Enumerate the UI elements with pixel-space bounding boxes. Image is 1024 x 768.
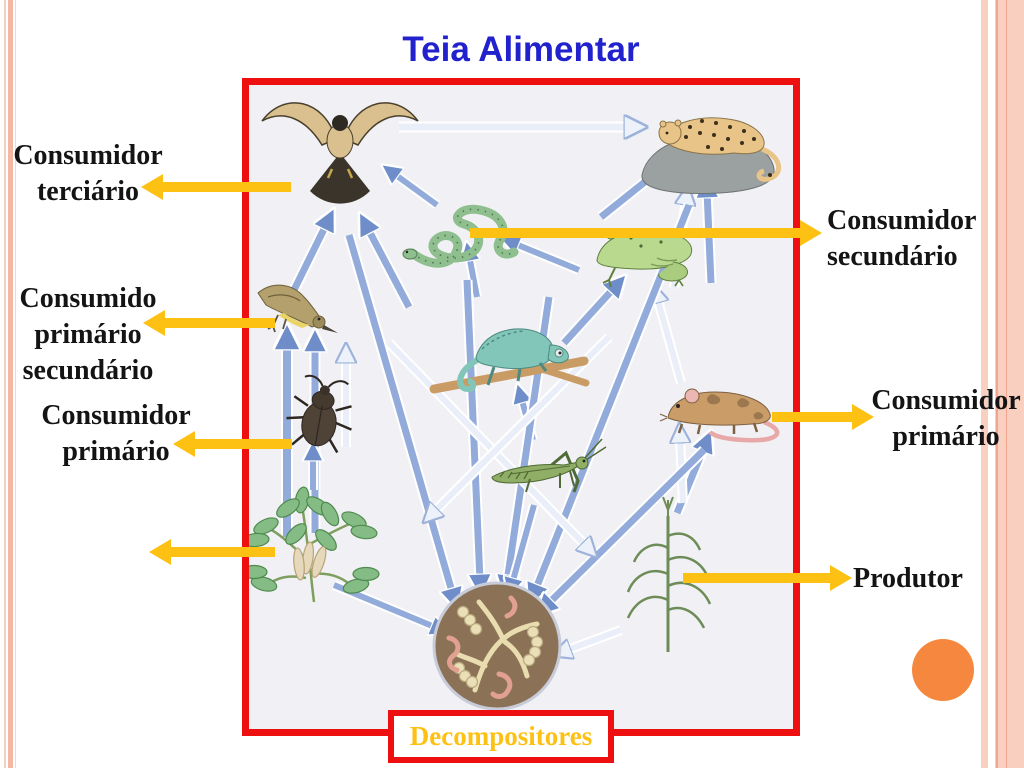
energy-flow-arrow bbox=[513, 243, 581, 273]
pointer-arrowhead-primario-right bbox=[852, 404, 874, 430]
right-edge-band bbox=[995, 0, 1024, 768]
pointer-arrow-primario-left bbox=[195, 439, 292, 449]
left-edge-stripe bbox=[15, 0, 16, 768]
right-edge-stripe bbox=[996, 0, 998, 768]
label-consumido-primario-secundario: Consumido primário secundário bbox=[19, 283, 157, 386]
right-edge-stripe bbox=[1006, 0, 1007, 768]
pointer-arrowhead-produtor bbox=[830, 565, 852, 591]
label-produtor: Produtor bbox=[853, 563, 963, 594]
food-web-diagram bbox=[242, 78, 800, 736]
label-consumidor-primario-left: Consumidor primário bbox=[41, 400, 191, 467]
right-edge-stripe bbox=[981, 0, 988, 768]
bird-illustration bbox=[257, 284, 338, 333]
pointer-arrow-produtor bbox=[683, 573, 830, 583]
leopard-illustration bbox=[641, 117, 781, 194]
food-web-canvas bbox=[249, 102, 781, 711]
decomposers-illustration bbox=[432, 581, 562, 711]
accent-circle bbox=[912, 639, 974, 701]
grass-illustration bbox=[626, 496, 712, 652]
grasshopper-illustration bbox=[491, 438, 607, 493]
beetle-illustration bbox=[286, 374, 352, 454]
energy-flow-arrow bbox=[561, 287, 615, 346]
pointer-arrow-primario-right bbox=[772, 412, 852, 422]
energy-flow-arrow bbox=[565, 627, 623, 651]
energy-flow-arrow bbox=[345, 234, 453, 595]
label-consumidor-terciario: Consumidor terciário bbox=[13, 140, 163, 207]
energy-flow-arrow bbox=[657, 297, 684, 384]
pointer-arrowhead-consumido-primario bbox=[143, 310, 165, 336]
energy-flow-arrow bbox=[290, 223, 327, 292]
energy-flow-arrow bbox=[367, 227, 413, 309]
left-edge-stripe bbox=[8, 0, 13, 768]
page-title: Teia Alimentar bbox=[402, 30, 640, 69]
pointer-arrow-terciario bbox=[163, 182, 291, 192]
owl-illustration bbox=[261, 102, 419, 204]
energy-flow-arrow bbox=[512, 504, 537, 584]
label-consumidor-secundario: Consumidor secundário bbox=[827, 205, 977, 272]
mouse-illustration bbox=[659, 388, 780, 443]
label-consumidor-primario-right: Consumidor primário bbox=[871, 385, 1021, 452]
pointer-arrow-shrub bbox=[171, 547, 275, 557]
decomposers-label: Decompositores bbox=[409, 721, 593, 751]
pointer-arrowhead-secundario bbox=[800, 220, 822, 246]
energy-flow-arrow bbox=[386, 340, 587, 547]
energy-flow-arrow bbox=[469, 255, 477, 298]
pointer-arrowhead-primario-left bbox=[173, 431, 195, 457]
pointer-arrowhead-terciario bbox=[141, 174, 163, 200]
pointer-arrow-secundario bbox=[470, 228, 800, 238]
decomposers-label-box: Decompositores bbox=[388, 710, 614, 763]
energy-flow-arrow bbox=[547, 447, 707, 605]
energy-flow-arrow bbox=[393, 173, 439, 208]
pointer-arrow-consumido-primario bbox=[165, 318, 275, 328]
pointer-arrowhead-shrub bbox=[149, 539, 171, 565]
shrub-illustration bbox=[249, 486, 380, 603]
chameleon-illustration bbox=[429, 328, 590, 394]
left-edge-stripe bbox=[4, 0, 6, 768]
